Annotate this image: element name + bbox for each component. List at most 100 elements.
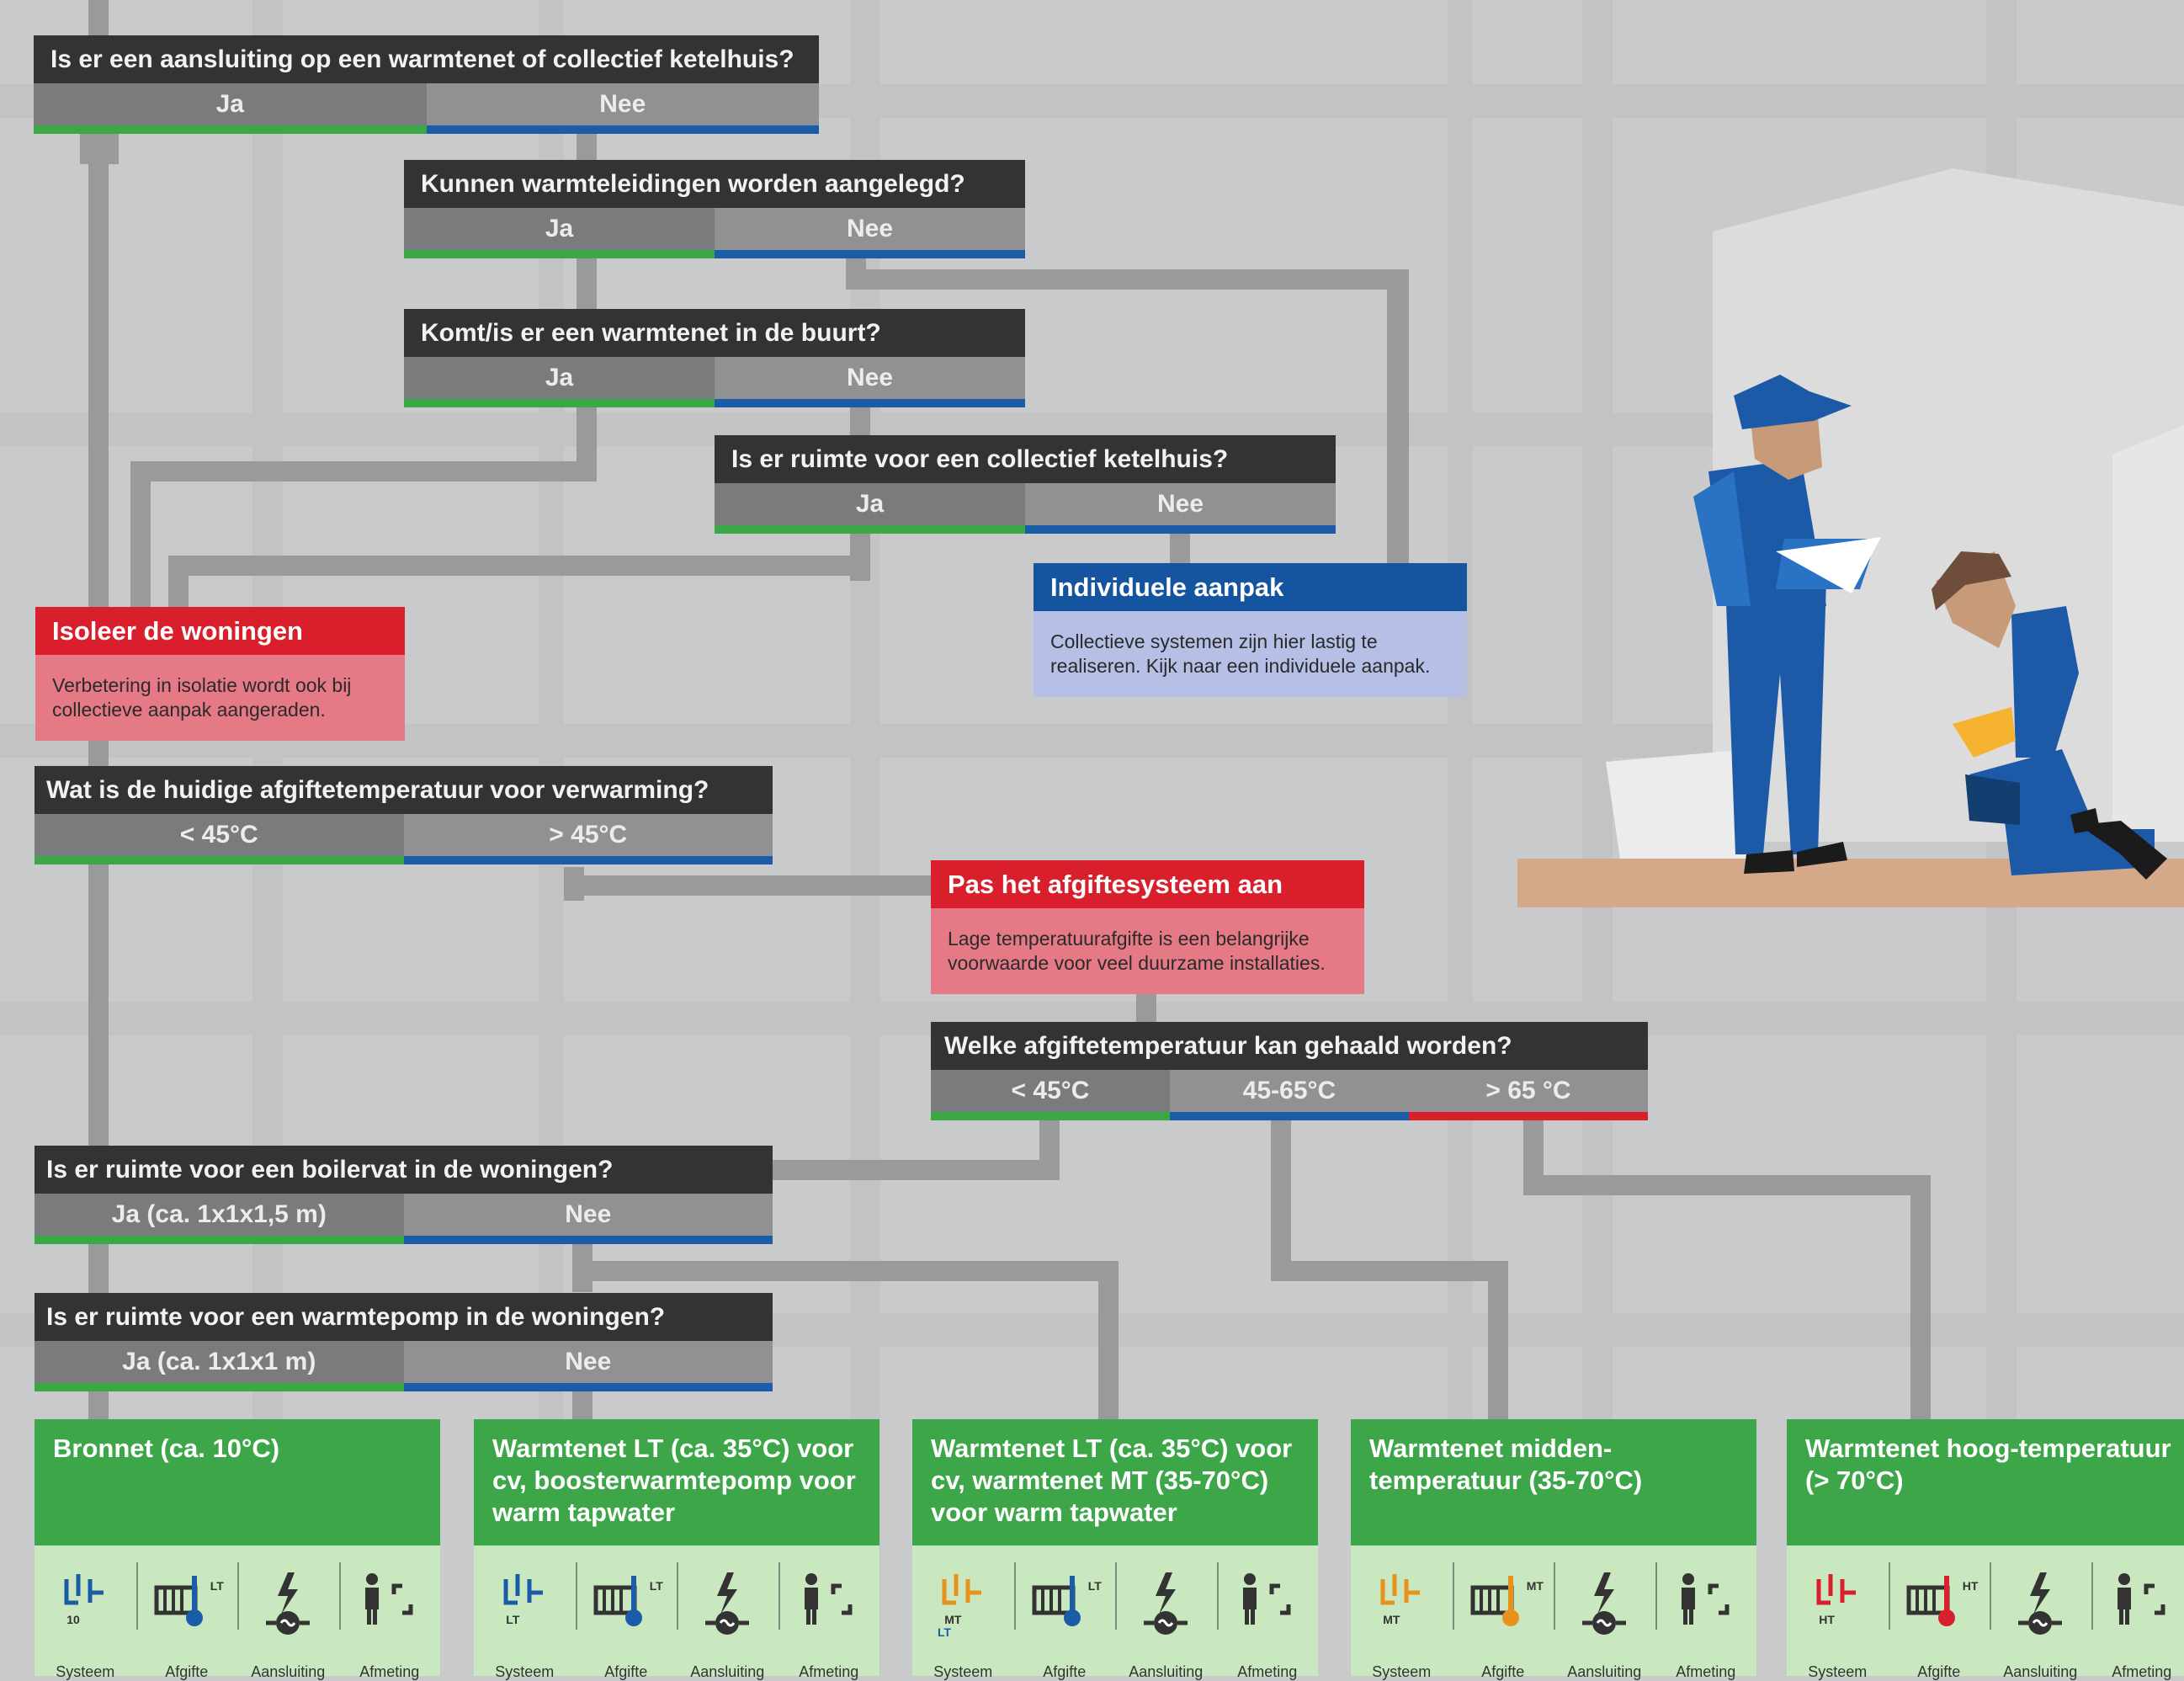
emitter-tag: LT <box>650 1579 663 1593</box>
result-title: Warmtenet LT (ca. 35°C) voor cv, warmten… <box>912 1419 1318 1545</box>
answer-45-65[interactable]: 45-65°C <box>1170 1070 1409 1120</box>
system-tag: 10 <box>66 1613 80 1626</box>
answer-no[interactable]: Nee <box>715 208 1025 258</box>
answer-above-65[interactable]: > 65 °C <box>1409 1070 1648 1120</box>
answer-no[interactable]: Nee <box>404 1341 773 1391</box>
result-card[interactable]: Warmtenet hoog-temperatuur (> 70°C) HT S… <box>1787 1419 2184 1676</box>
label-afgifte: Afgifte <box>1453 1663 1554 1681</box>
result-title: Bronnet (ca. 10°C) <box>35 1419 440 1545</box>
answer-no[interactable]: Nee <box>427 83 820 134</box>
question-heatpump-space: Is er ruimte voor een warmtepomp in de w… <box>35 1293 773 1391</box>
emitter-cell: HT Afgifte <box>1889 1545 1990 1676</box>
answer-yes[interactable]: Ja <box>404 208 715 258</box>
result-title: Warmtenet midden-temperatuur (35-70°C) <box>1351 1419 1756 1545</box>
question-title: Is er een aansluiting op een warmtenet o… <box>34 35 819 83</box>
result-card[interactable]: Bronnet (ca. 10°C) 10 Systeem LT Afgifte <box>35 1419 440 1676</box>
pipe <box>850 404 870 438</box>
question-title: Wat is de huidige afgiftetemperatuur voo… <box>35 766 773 814</box>
emitter-cell: LT Afgifte <box>1014 1545 1116 1676</box>
question-current-temperature: Wat is de huidige afgiftetemperatuur voo… <box>35 766 773 864</box>
label-aansluiting: Aansluiting <box>1554 1663 1655 1681</box>
size-cell: Afmeting <box>2091 1545 2184 1676</box>
label-aansluiting: Aansluiting <box>1990 1663 2091 1681</box>
pipe <box>1523 1175 1927 1195</box>
electric-pump-icon <box>2015 1571 2065 1638</box>
question-title: Is er ruimte voor een warmtepomp in de w… <box>35 1293 773 1341</box>
size-cell: Afmeting <box>1217 1545 1319 1676</box>
answer-yes[interactable]: Ja (ca. 1x1x1 m) <box>35 1341 404 1391</box>
result-card[interactable]: Warmtenet LT (ca. 35°C) voor cv, warmten… <box>912 1419 1318 1676</box>
result-card[interactable]: Warmtenet LT (ca. 35°C) voor cv, booster… <box>474 1419 879 1676</box>
pipe <box>564 875 934 896</box>
answer-below-45[interactable]: < 45°C <box>931 1070 1170 1120</box>
box-body: Collectieve systemen zijn hier lastig te… <box>1034 611 1467 697</box>
pipe <box>846 269 1401 290</box>
answer-above-45[interactable]: > 45°C <box>404 814 773 864</box>
label-afmeting: Afmeting <box>778 1663 880 1681</box>
answer-below-45[interactable]: < 45°C <box>35 814 404 864</box>
question-title: Kunnen warmteleidingen worden aangelegd? <box>404 160 1025 208</box>
question-collective-boiler-room: Is er ruimte voor een collectief ketelhu… <box>715 435 1336 534</box>
system-tag: MT <box>944 1613 961 1626</box>
electric-pump-icon <box>263 1571 313 1638</box>
emitter-cell: MT Afgifte <box>1453 1545 1554 1676</box>
result-title: Warmtenet LT (ca. 35°C) voor cv, booster… <box>474 1419 879 1545</box>
size-cell: Afmeting <box>339 1545 441 1676</box>
connection-cell: Aansluiting <box>1990 1545 2091 1676</box>
person-dimension-icon <box>800 1571 858 1630</box>
label-aansluiting: Aansluiting <box>237 1663 339 1681</box>
answer-yes[interactable]: Ja <box>404 357 715 407</box>
pipe <box>1910 1175 1931 1421</box>
system-cell: 10 Systeem <box>35 1545 136 1676</box>
answer-no[interactable]: Nee <box>404 1194 773 1244</box>
question-nearby-warmtenet: Komt/is er een warmtenet in de buurt? Ja… <box>404 309 1025 407</box>
electric-pump-icon <box>1140 1571 1191 1638</box>
pipe <box>80 130 119 164</box>
result-title: Warmtenet hoog-temperatuur (> 70°C) <box>1787 1419 2184 1545</box>
emitter-tag: HT <box>1963 1579 1979 1593</box>
pipe <box>168 556 189 613</box>
result-card[interactable]: Warmtenet midden-temperatuur (35-70°C) M… <box>1351 1419 1756 1676</box>
adapt-emitter-box: Pas het afgiftesysteem aan Lage temperat… <box>931 860 1364 994</box>
answer-no[interactable]: Nee <box>1025 483 1336 534</box>
answer-yes[interactable]: Ja <box>715 483 1025 534</box>
pipe <box>1271 1120 1291 1271</box>
label-afgifte: Afgifte <box>136 1663 238 1681</box>
label-afgifte: Afgifte <box>576 1663 678 1681</box>
insulate-homes-box: Isoleer de woningen Verbetering in isola… <box>35 607 405 741</box>
label-systeem: Systeem <box>1787 1663 1889 1681</box>
pipe <box>577 253 597 311</box>
answer-yes[interactable]: Ja (ca. 1x1x1,5 m) <box>35 1194 404 1244</box>
box-body: Lage temperatuurafgifte is een belangrij… <box>931 908 1364 994</box>
emitter-cell: LT Afgifte <box>576 1545 678 1676</box>
electric-pump-icon <box>702 1571 752 1638</box>
pipe <box>773 1160 1060 1180</box>
label-systeem: Systeem <box>912 1663 1014 1681</box>
label-aansluiting: Aansluiting <box>1115 1663 1217 1681</box>
system-tag: LT <box>506 1613 519 1626</box>
answer-yes[interactable]: Ja <box>34 83 427 134</box>
question-achievable-temperature: Welke afgiftetemperatuur kan gehaald wor… <box>931 1022 1648 1120</box>
label-afgifte: Afgifte <box>1014 1663 1116 1681</box>
connection-cell: Aansluiting <box>1115 1545 1217 1676</box>
label-afmeting: Afmeting <box>2091 1663 2184 1681</box>
label-systeem: Systeem <box>1351 1663 1453 1681</box>
answer-no[interactable]: Nee <box>715 357 1025 407</box>
question-warmtenet-connection: Is er een aansluiting op een warmtenet o… <box>34 35 819 134</box>
question-boiler-space: Is er ruimte voor een boilervat in de wo… <box>35 1146 773 1244</box>
person-dimension-icon <box>1677 1571 1735 1630</box>
system-tag-secondary: LT <box>938 1625 951 1639</box>
system-tag: MT <box>1383 1613 1400 1626</box>
label-afmeting: Afmeting <box>1217 1663 1319 1681</box>
question-title: Is er ruimte voor een boilervat in de wo… <box>35 1146 773 1194</box>
pipe <box>1387 269 1409 564</box>
connection-cell: Aansluiting <box>237 1545 339 1676</box>
pipe <box>572 1261 1111 1281</box>
question-title: Komt/is er een warmtenet in de buurt? <box>404 309 1025 357</box>
person-dimension-icon <box>1238 1571 1297 1630</box>
system-cell: MT Systeem <box>1351 1545 1453 1676</box>
label-systeem: Systeem <box>474 1663 576 1681</box>
pipe <box>1098 1261 1119 1421</box>
question-title: Is er ruimte voor een collectief ketelhu… <box>715 435 1336 483</box>
label-afmeting: Afmeting <box>1655 1663 1757 1681</box>
